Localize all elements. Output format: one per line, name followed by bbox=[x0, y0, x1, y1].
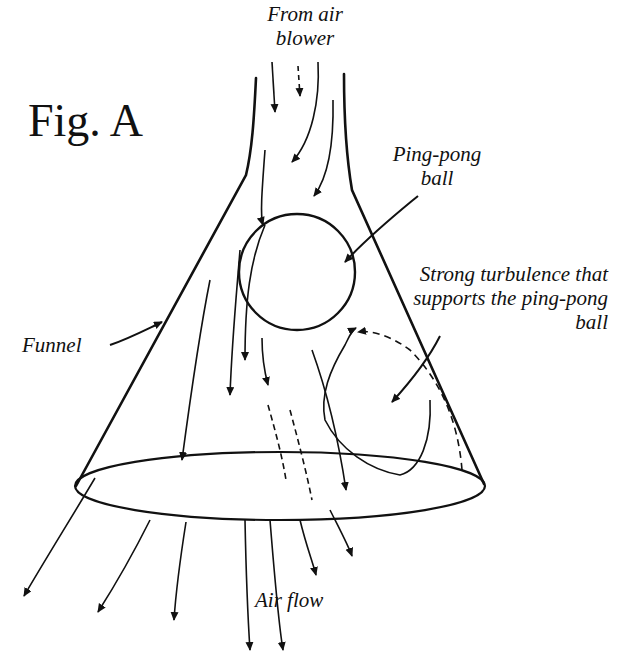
funnel-label: Funnel bbox=[22, 333, 122, 357]
turbulence-leader bbox=[392, 336, 440, 402]
ball-leader bbox=[345, 196, 418, 262]
airflow-label: Air flow bbox=[255, 588, 365, 612]
turbulence-label: Strong turbulence that supports the ping… bbox=[378, 262, 608, 334]
source-label: From air blower bbox=[255, 2, 355, 50]
ping-pong-ball bbox=[239, 214, 355, 330]
funnel-leader bbox=[110, 322, 162, 345]
ball-label: Ping-pong ball bbox=[392, 142, 482, 190]
funnel-mouth bbox=[75, 452, 485, 520]
figure-label: Fig. A bbox=[28, 95, 208, 148]
